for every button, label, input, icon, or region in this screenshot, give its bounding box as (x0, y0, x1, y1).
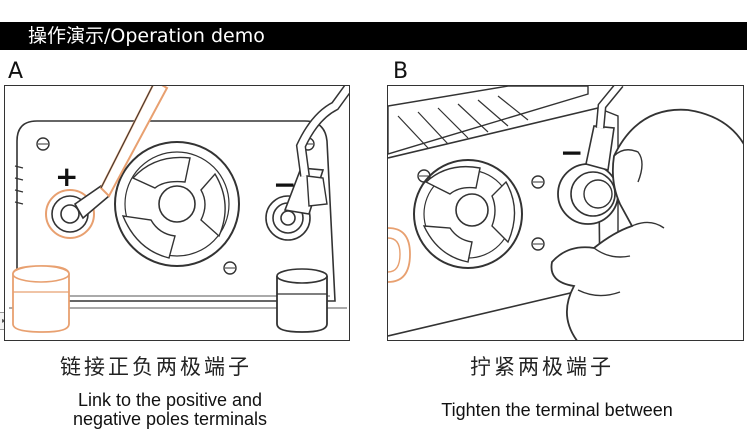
terminal-tightening-drawing: − (388, 86, 743, 340)
step-b-caption-en-line1: Tighten the terminal between (441, 400, 673, 420)
header-bar: 操作演示/Operation demo (0, 22, 747, 50)
step-b-label: B (393, 59, 409, 84)
step-b-caption-cn: 拧紧两极端子 (470, 355, 614, 379)
inverter-front-drawing: + − (9, 86, 349, 333)
step-a-caption-cn: 链接正负两极端子 (60, 355, 252, 379)
step-b-illustration: − (387, 85, 744, 341)
positive-sign: + (55, 160, 78, 193)
step-a-caption-en-line1: Link to the positive and (77, 390, 263, 410)
step-a-caption-en-line2: negative poles terminals (72, 409, 268, 429)
step-a-illustration: + − (4, 85, 350, 341)
step-a-label: A (8, 59, 24, 84)
negative-sign: − (560, 136, 583, 169)
negative-sign: − (273, 168, 296, 201)
page-title: 操作演示/Operation demo (28, 25, 265, 47)
